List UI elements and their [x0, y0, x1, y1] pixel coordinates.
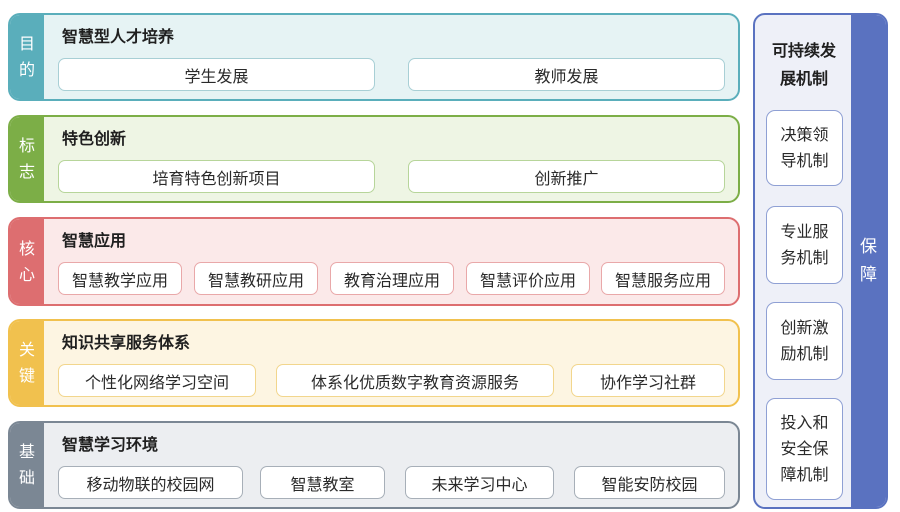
layer-item-box: 智慧评价应用	[466, 262, 590, 295]
layer-item-box: 智慧服务应用	[601, 262, 725, 295]
layer-item-box: 个性化网络学习空间	[58, 364, 256, 397]
side-label-char: 键	[18, 366, 35, 385]
mechanism-label-line: 励机制	[780, 344, 829, 363]
side-label-char: 的	[18, 60, 35, 79]
layer-title: 智慧型人才培养	[62, 27, 175, 46]
side-label-char: 心	[18, 264, 35, 284]
guarantee-panel: 可持续发展机制保障决策领导机制专业服务机制创新激励机制投入和安全保障机制	[753, 13, 888, 509]
side-label-char: 核	[18, 238, 35, 258]
layer-item-box: 体系化优质数字教育资源服务	[276, 364, 554, 397]
side-label-char: 基	[18, 442, 35, 461]
layer-side-label: 目的	[10, 15, 44, 99]
mechanism-label-line: 导机制	[780, 151, 829, 170]
layer-side-label: 标志	[10, 117, 44, 201]
layer-title: 特色创新	[62, 129, 127, 148]
layer-side-label: 基础	[10, 423, 44, 507]
layer-item-box: 学生发展	[58, 58, 375, 91]
side-label-char: 标	[18, 136, 35, 155]
layer-title: 知识共享服务体系	[62, 333, 191, 352]
mechanism-label-line: 安全保	[780, 439, 829, 458]
layer-item-box: 智能安防校园	[574, 466, 725, 499]
layer-item-box: 教育治理应用	[330, 262, 454, 295]
mechanism-label-line: 创新激	[780, 318, 829, 337]
side-label-char: 目	[18, 34, 35, 53]
mechanism-label-line: 务机制	[780, 248, 829, 267]
layer-core: 核心智慧应用智慧教学应用智慧教研应用教育治理应用智慧评价应用智慧服务应用	[8, 217, 740, 306]
layer-key: 关键知识共享服务体系个性化网络学习空间体系化优质数字教育资源服务协作学习社群	[8, 319, 740, 407]
layer-title: 智慧学习环境	[62, 435, 159, 454]
mechanism-label-line: 投入和	[780, 413, 829, 432]
mechanism-label-line: 决策领	[780, 125, 829, 144]
layer-item-box: 教师发展	[408, 58, 725, 91]
guarantee-bar: 保障	[851, 15, 886, 507]
layer-item-box: 协作学习社群	[571, 364, 725, 397]
layer-item-box: 智慧教学应用	[58, 262, 182, 295]
mechanism-label-line: 专业服	[780, 222, 829, 241]
layer-hallmark: 标志特色创新培育特色创新项目创新推广	[8, 115, 740, 203]
mechanism-box: 专业服务机制	[766, 206, 843, 284]
mechanism-label-line: 障机制	[780, 465, 829, 484]
layer-item-box: 未来学习中心	[405, 466, 554, 499]
layer-item-box: 智慧教室	[260, 466, 385, 499]
guarantee-panel-title: 可持续发展机制	[771, 41, 836, 88]
layer-side-label: 关键	[10, 321, 44, 405]
layer-item-box: 创新推广	[408, 160, 725, 193]
guarantee-bar-char: 障	[860, 265, 877, 285]
layer-title: 智慧应用	[62, 231, 127, 250]
layer-item-box: 移动物联的校园网	[58, 466, 243, 499]
guarantee-bar-char: 保	[860, 237, 877, 257]
layer-foundation: 基础智慧学习环境移动物联的校园网智慧教室未来学习中心智能安防校园	[8, 421, 740, 509]
side-label-char: 础	[18, 468, 35, 487]
layer-purpose: 目的智慧型人才培养学生发展教师发展	[8, 13, 740, 101]
layer-item-box: 智慧教研应用	[194, 262, 318, 295]
layer-side-label: 核心	[10, 219, 44, 304]
mechanism-box: 投入和安全保障机制	[766, 398, 843, 500]
side-label-char: 志	[18, 162, 35, 181]
mechanism-box: 决策领导机制	[766, 110, 843, 186]
layer-item-box: 培育特色创新项目	[58, 160, 375, 193]
mechanism-box: 创新激励机制	[766, 302, 843, 380]
side-label-char: 关	[18, 340, 35, 359]
